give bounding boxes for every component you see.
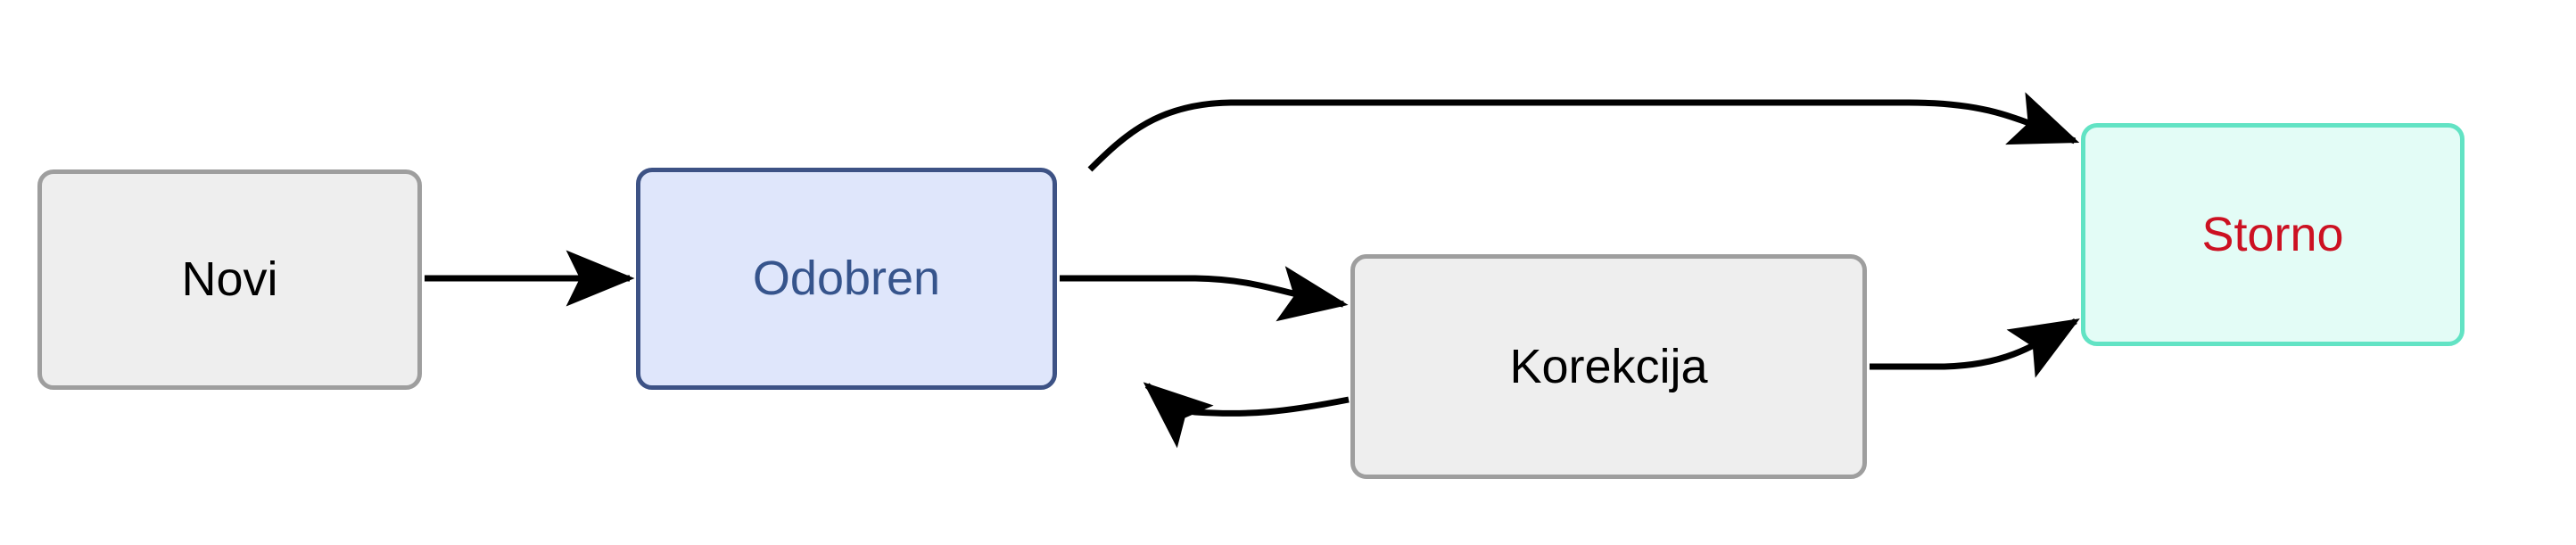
node-storno[interactable]: Storno <box>2081 123 2465 346</box>
node-novi-label: Novi <box>181 252 278 307</box>
node-korekcija[interactable]: Korekcija <box>1350 254 1867 479</box>
edge-korekcija-to-odobren <box>1143 382 1350 449</box>
node-storno-label: Storno <box>2201 207 2344 261</box>
edge-korekcija-to-storno <box>1870 318 2080 378</box>
node-novi[interactable]: Novi <box>37 169 422 390</box>
node-korekcija-label: Korekcija <box>1509 339 1708 393</box>
edge-odobren-to-korekcija <box>1060 266 1349 322</box>
node-odobren-label: Odobren <box>752 252 941 306</box>
edge-odobren-to-storno <box>1087 92 2080 172</box>
node-odobren[interactable]: Odobren <box>636 168 1057 390</box>
